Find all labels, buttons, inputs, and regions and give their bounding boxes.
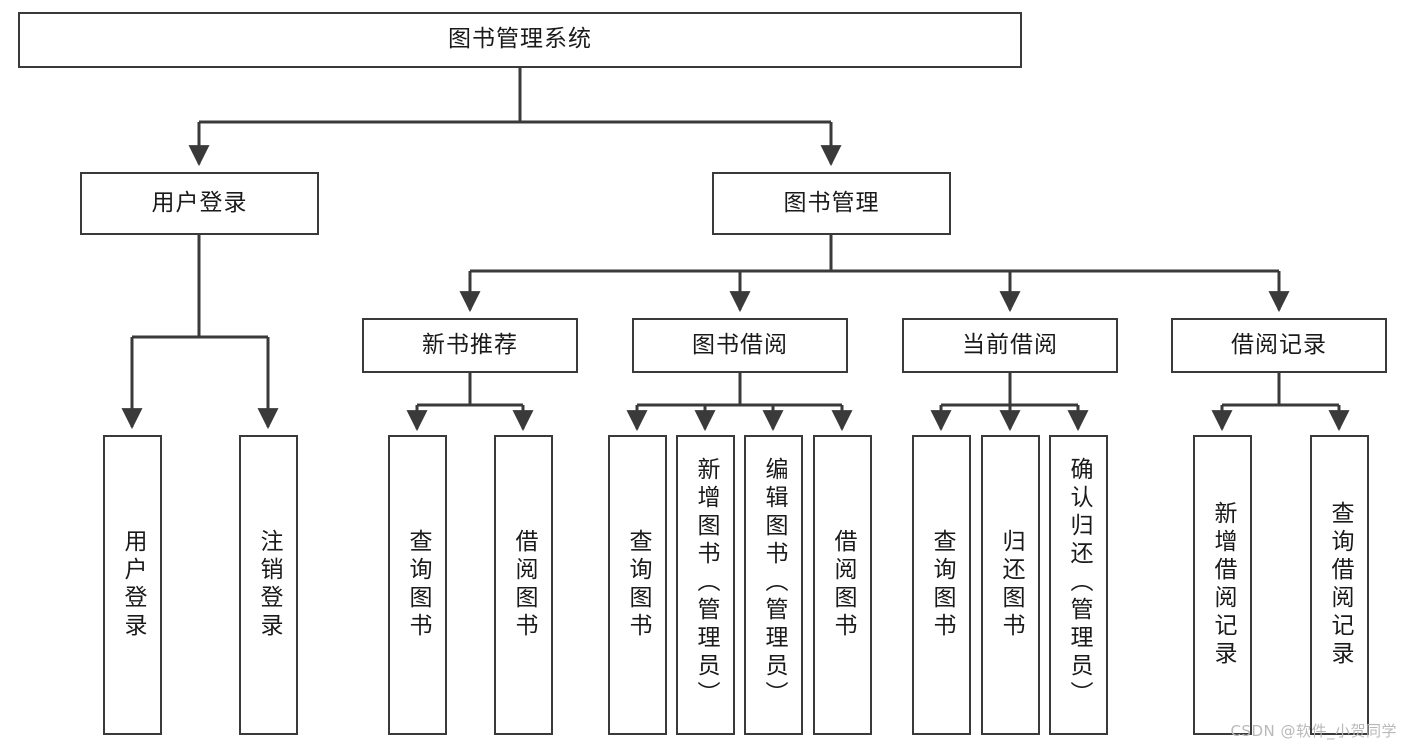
leaf-label: 归还图书 (998, 529, 1024, 641)
watermark-text: CSDN @软件_小贺同学 (1230, 722, 1397, 740)
leaf-user-login-signin[interactable]: 用户登录 (103, 435, 162, 735)
node-user-login-label: 用户登录 (151, 189, 248, 216)
leaf-current-query-book[interactable]: 查询图书 (912, 435, 971, 735)
node-book-management-label: 图书管理 (783, 189, 880, 216)
leaf-label: 新增借阅记录 (1210, 501, 1236, 669)
node-root[interactable]: 图书管理系统 (18, 12, 1022, 68)
leaf-label: 新增图书（管理员） (693, 457, 719, 709)
leaf-label: 借阅图书 (511, 529, 537, 641)
leaf-label: 查询图书 (929, 529, 955, 641)
leaf-label: 查询借阅记录 (1327, 501, 1353, 669)
leaf-borrow-borrow-book[interactable]: 借阅图书 (813, 435, 872, 735)
node-root-label: 图书管理系统 (448, 26, 592, 53)
leaf-label: 查询图书 (625, 529, 651, 641)
leaf-borrow-query-book[interactable]: 查询图书 (608, 435, 667, 735)
leaf-current-confirm-return[interactable]: 确认归还（管理员） (1049, 435, 1108, 735)
node-current-borrow[interactable]: 当前借阅 (902, 318, 1118, 373)
node-new-book-recommend-label: 新书推荐 (422, 331, 518, 358)
leaf-current-return-book[interactable]: 归还图书 (981, 435, 1040, 735)
leaf-record-add-record[interactable]: 新增借阅记录 (1193, 435, 1252, 735)
node-borrow-record[interactable]: 借阅记录 (1171, 318, 1387, 373)
node-current-borrow-label: 当前借阅 (962, 331, 1058, 358)
leaf-user-login-signout[interactable]: 注销登录 (239, 435, 298, 735)
leaf-label: 确认归还（管理员） (1066, 457, 1092, 709)
leaf-label: 查询图书 (405, 529, 431, 641)
node-book-borrow[interactable]: 图书借阅 (632, 318, 848, 373)
node-book-management[interactable]: 图书管理 (712, 172, 951, 235)
leaf-borrow-add-book[interactable]: 新增图书（管理员） (676, 435, 735, 735)
leaf-borrow-edit-book[interactable]: 编辑图书（管理员） (744, 435, 803, 735)
leaf-recommend-query-book[interactable]: 查询图书 (388, 435, 447, 735)
leaf-label: 编辑图书（管理员） (761, 457, 787, 709)
leaf-label: 用户登录 (120, 529, 146, 641)
leaf-recommend-borrow-book[interactable]: 借阅图书 (494, 435, 553, 735)
leaf-label: 注销登录 (256, 529, 282, 641)
node-book-borrow-label: 图书借阅 (692, 331, 788, 358)
node-user-login[interactable]: 用户登录 (80, 172, 319, 235)
leaf-label: 借阅图书 (830, 529, 856, 641)
node-new-book-recommend[interactable]: 新书推荐 (362, 318, 578, 373)
node-borrow-record-label: 借阅记录 (1231, 331, 1327, 358)
leaf-record-query-record[interactable]: 查询借阅记录 (1310, 435, 1369, 735)
